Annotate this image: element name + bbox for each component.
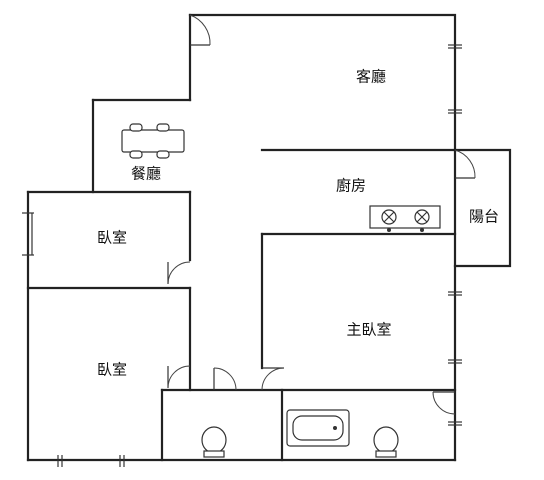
door-swing-icon bbox=[167, 261, 191, 285]
door-swing-icon bbox=[167, 365, 191, 389]
label-dining-room: 餐廳 bbox=[131, 165, 161, 183]
label-living-room: 客廳 bbox=[356, 68, 386, 86]
walls bbox=[26, 13, 512, 462]
window-icon bbox=[448, 44, 462, 49]
toilet-icon bbox=[201, 426, 227, 458]
window-icon bbox=[119, 455, 125, 467]
toilet-icon bbox=[373, 426, 399, 458]
label-bedroom-lower: 臥室 bbox=[97, 361, 127, 379]
label-master-bedroom: 主臥室 bbox=[346, 321, 391, 339]
door-swing-icon bbox=[432, 391, 456, 415]
window-icon bbox=[57, 455, 63, 467]
room-labels: 客廳 餐廳 廚房 陽台 臥室 臥室 主臥室 bbox=[97, 68, 499, 379]
bathtub-icon bbox=[286, 409, 350, 447]
window-icon bbox=[22, 212, 34, 256]
window-icon bbox=[448, 421, 462, 426]
window-icon bbox=[448, 291, 462, 296]
label-bedroom-upper: 臥室 bbox=[97, 229, 127, 247]
label-kitchen: 廚房 bbox=[336, 177, 366, 195]
window-icon bbox=[448, 359, 462, 364]
window-icon bbox=[448, 109, 462, 114]
doors bbox=[167, 14, 476, 415]
windows bbox=[22, 44, 462, 467]
door-swing-icon bbox=[213, 367, 237, 391]
label-balcony: 陽台 bbox=[469, 208, 499, 226]
dining-table-icon bbox=[121, 123, 185, 159]
door-swing-icon bbox=[261, 367, 285, 391]
door-swing-icon bbox=[189, 14, 211, 46]
stove-icon bbox=[369, 205, 441, 232]
door-swing-icon bbox=[454, 149, 476, 179]
